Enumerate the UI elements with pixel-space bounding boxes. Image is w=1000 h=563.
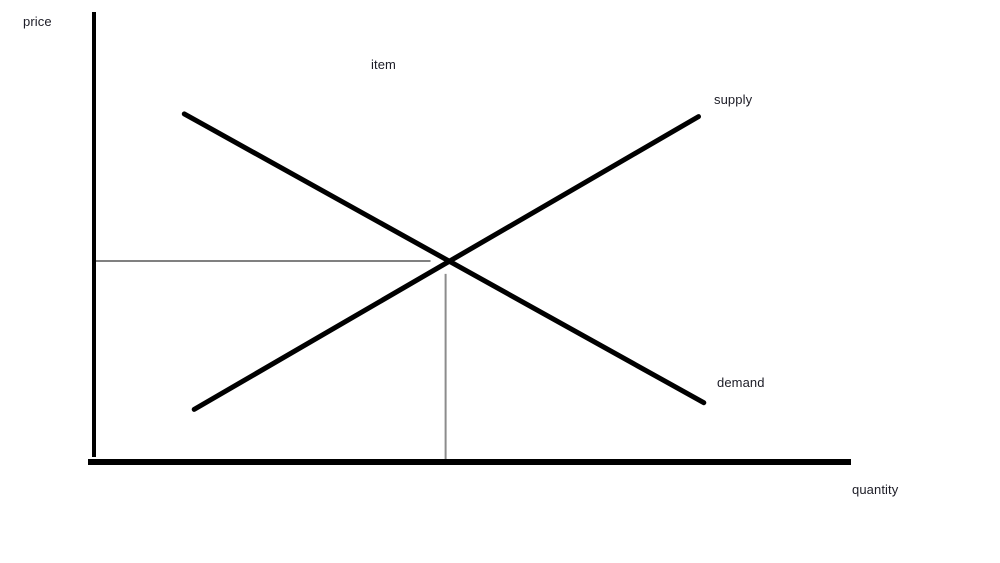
- y-axis-label: price: [23, 14, 52, 29]
- chart-title: item: [371, 57, 396, 72]
- x-axis-label: quantity: [852, 482, 899, 497]
- supply-curve[interactable]: [191, 114, 701, 412]
- supply-curve-label: supply: [714, 92, 753, 107]
- demand-curve[interactable]: [181, 111, 707, 406]
- demand-curve-label: demand: [717, 375, 765, 390]
